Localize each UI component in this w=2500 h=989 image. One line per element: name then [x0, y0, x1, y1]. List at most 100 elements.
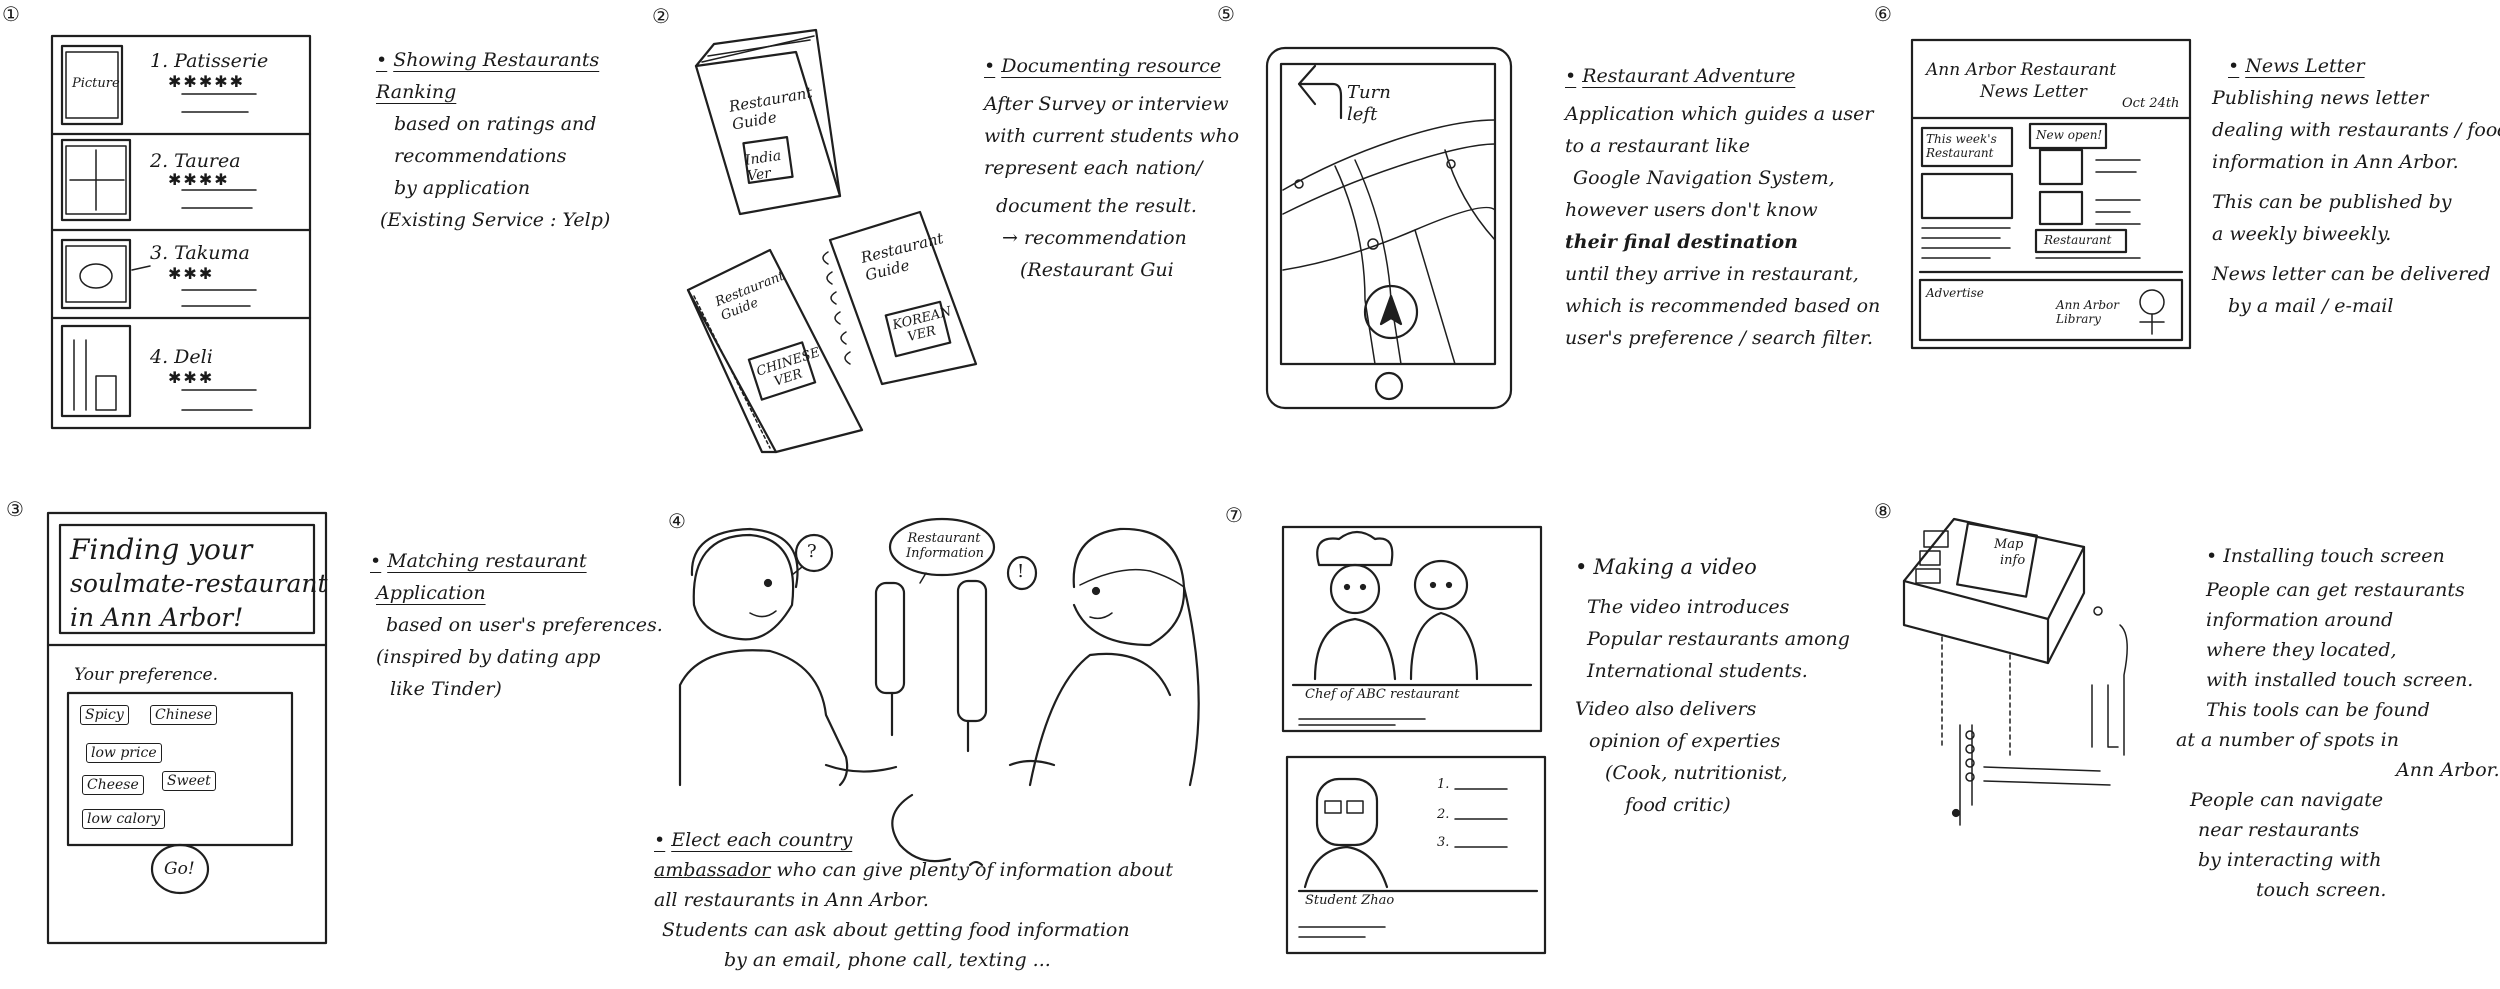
note-line-first: who can give plenty of information about — [770, 859, 1173, 881]
note-line: Students can ask about getting food info… — [662, 919, 1130, 941]
note-line: information in Ann Arbor. — [2212, 151, 2459, 173]
guide-books-sketch — [686, 28, 978, 454]
item-stars: ✱✱✱ — [168, 264, 215, 283]
item-stars: ✱✱✱✱✱ — [168, 72, 246, 91]
kiosk-text: Map — [1994, 537, 2024, 552]
note-line: information around — [2206, 609, 2394, 631]
panel-6-newsletter: ⑥ Ann Arbor Restaurant News Letter Oct 2… — [1860, 0, 2500, 495]
note-line: Publishing news letter — [2212, 87, 2429, 109]
note-line: all restaurants in Ann Arbor. — [654, 889, 929, 911]
panel-number: ⑦ — [1225, 503, 1243, 527]
restaurant-box: Restaurant — [2044, 233, 2112, 247]
navigation-phone-sketch — [1265, 46, 1513, 410]
video-sketch — [1281, 525, 1547, 955]
note-line: to a restaurant like — [1565, 135, 1750, 157]
note-line: Google Navigation System, — [1573, 167, 1835, 189]
kiosk-text: info — [2000, 553, 2026, 568]
panel-number: ⑧ — [1874, 499, 1892, 523]
panel-5-adventure: ⑤ Turn left Restaurant Adventure Applica… — [1215, 0, 1880, 495]
tag-cheese[interactable]: Cheese — [82, 775, 144, 795]
item-name: 2. Taurea — [150, 150, 241, 172]
note-title-2: Application — [376, 582, 486, 604]
newsletter-sketch — [1910, 38, 2192, 350]
note-line: near restaurants — [2198, 819, 2360, 841]
panel-number: ④ — [668, 509, 686, 533]
tag-low-calory[interactable]: low calory — [82, 809, 166, 829]
list-number: 2. — [1437, 807, 1450, 822]
note-line: where they located, — [2206, 639, 2397, 661]
tag-sweet[interactable]: Sweet — [162, 771, 216, 791]
note-line: (inspired by dating app — [376, 646, 601, 668]
tag-low-price[interactable]: low price — [86, 743, 162, 763]
note-line: International students. — [1587, 660, 1808, 682]
note-line: until they arrive in restaurant, — [1565, 263, 1859, 285]
picture-label: Picture — [72, 76, 120, 91]
note-line: (Cook, nutritionist, — [1605, 762, 1788, 784]
panel-8-note: Installing touch screen People can get r… — [2176, 541, 2500, 905]
matching-heading: in Ann Arbor! — [70, 603, 244, 632]
ranking-phone-sketch — [50, 34, 312, 430]
note-title: Matching restaurant — [370, 545, 663, 577]
advertise-box: Advertise — [1926, 286, 1984, 300]
this-week-box: This week's Restaurant — [1926, 132, 1997, 160]
note-line: document the result. — [996, 195, 1197, 217]
tag-spicy[interactable]: Spicy — [80, 705, 129, 725]
panel-2-note: Documenting resource After Survey or int… — [984, 50, 1239, 286]
note-line: represent each nation/ — [984, 157, 1203, 179]
note-line: After Survey or interview — [984, 93, 1229, 115]
panel-number: ② — [652, 4, 670, 28]
note-title: Documenting resource — [984, 50, 1239, 82]
item-name: 3. Takuma — [150, 242, 250, 264]
video-caption: Chef of ABC restaurant — [1305, 687, 1460, 702]
panel-4-note: Elect each country ambassador who can gi… — [654, 825, 1173, 975]
note-line: The video introduces — [1587, 596, 1790, 618]
nav-text: Turn — [1347, 82, 1391, 103]
panel-4-ambassador: ④ ? ! Restaurant Information Elect each … — [650, 495, 1230, 989]
item-name: 4. Deli — [150, 346, 213, 368]
note-line: based on user's preferences. — [386, 614, 663, 636]
panel-5-note: Restaurant Adventure Application which g… — [1565, 60, 1880, 354]
note-line: People can get restaurants — [2206, 579, 2465, 601]
panel-8-touchscreen: ⑧ Map info Installing touch screen Peopl… — [1860, 495, 2500, 989]
note-title: Making a video — [1575, 551, 1850, 583]
note-title-2: ambassador — [654, 859, 771, 881]
note-line: however users don't know — [1565, 199, 1818, 221]
note-title: Installing touch screen — [2176, 541, 2500, 571]
panel-number: ① — [2, 2, 20, 26]
kiosk-sketch — [1902, 517, 2128, 826]
note-line: touch screen. — [2256, 879, 2387, 901]
new-open-box: New open! — [2036, 128, 2103, 142]
tag-chinese[interactable]: Chinese — [150, 705, 217, 725]
matching-heading: soulmate-restaurant — [70, 569, 328, 598]
go-button[interactable]: Go! — [164, 859, 195, 879]
panel-7-video: ⑦ Chef of ABC restaurant 1. 2. 3. Studen… — [1215, 495, 1855, 989]
note-line: News letter can be delivered — [2212, 263, 2491, 285]
note-line: Video also delivers — [1575, 698, 1757, 720]
note-line: by application — [394, 177, 531, 199]
item-stars: ✱✱✱ — [168, 368, 215, 387]
note-title: Elect each country — [654, 829, 852, 851]
panel-number: ③ — [6, 497, 24, 521]
exclamation-mark: ! — [1017, 561, 1025, 582]
note-line: Ann Arbor. — [2396, 759, 2500, 781]
list-number: 1. — [1437, 777, 1450, 792]
note-line: This tools can be found — [2206, 699, 2430, 721]
note-line: which is recommended based on — [1565, 295, 1881, 317]
question-mark: ? — [807, 541, 817, 562]
note-line: like Tinder) — [390, 678, 502, 700]
panel-6-note: News Letter Publishing news letter deali… — [2212, 50, 2500, 322]
note-line: Application which guides a user — [1565, 103, 1874, 125]
video-caption: Student Zhao — [1305, 893, 1395, 908]
note-line: a weekly biweekly. — [2212, 223, 2392, 245]
note-line: Popular restaurants among — [1587, 628, 1850, 650]
note-line: opinion of experties — [1589, 730, 1781, 752]
note-line: food critic) — [1625, 794, 1731, 816]
matching-app-sketch — [46, 511, 328, 945]
panel-3-matching: ③ Finding your soulmate-restaurant in An… — [0, 495, 663, 989]
note-line: by interacting with — [2198, 849, 2382, 871]
item-stars: ✱✱✱✱ — [168, 170, 230, 189]
note-line: This can be published by — [2212, 191, 2452, 213]
ambassador-sketch — [678, 517, 1200, 867]
panel-2-guides: ② Restaurant Guide India Ver Restaurant … — [650, 0, 1239, 495]
note-line: user's preference / search filter. — [1565, 327, 1874, 349]
